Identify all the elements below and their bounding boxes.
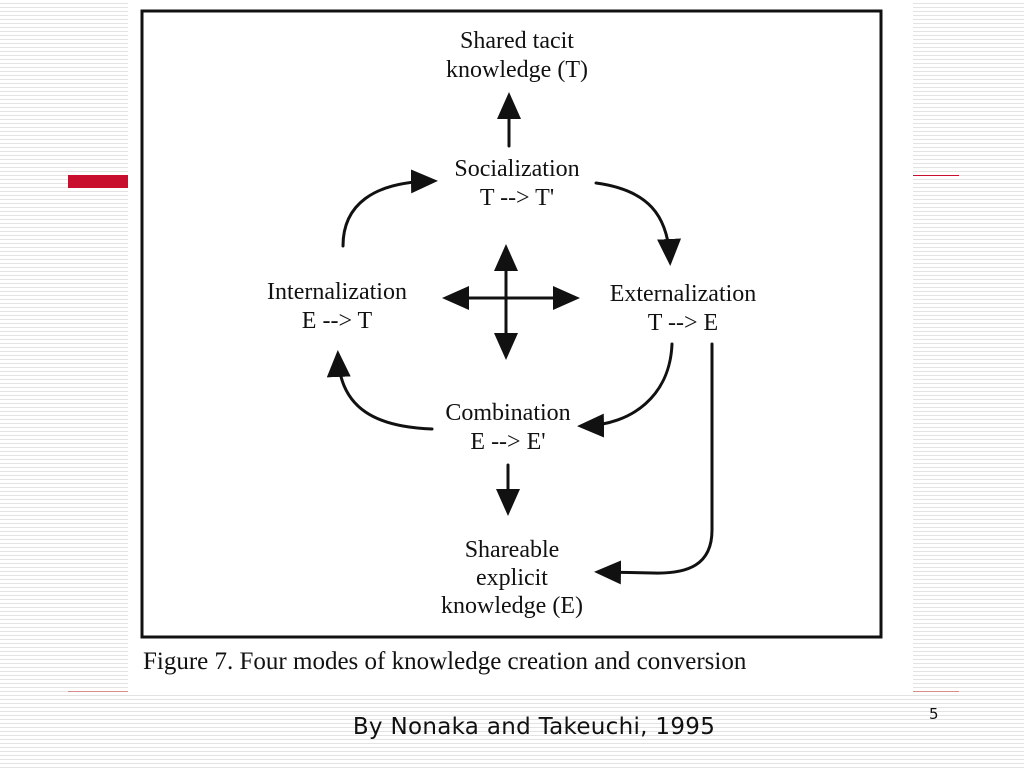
node-shared-tacit-knowledge: Shared tacit knowledge (T): [446, 28, 588, 83]
svg-text:E --> E': E --> E': [470, 429, 545, 455]
svg-text:T --> E: T --> E: [648, 310, 718, 336]
svg-text:knowledge (E): knowledge (E): [441, 593, 583, 619]
arrow-externalization-to-shareable-explicit: [594, 342, 714, 585]
node-externalization: Externalization T --> E: [610, 281, 757, 336]
footer-rule-right: [913, 691, 959, 692]
svg-text:Internalization: Internalization: [267, 279, 407, 305]
attribution-text: By Nonaka and Takeuchi, 1995: [352, 714, 716, 740]
svg-text:Socialization: Socialization: [454, 156, 579, 182]
svg-text:Externalization: Externalization: [610, 281, 757, 307]
node-combination: Combination E --> E': [445, 400, 570, 455]
svg-text:explicit: explicit: [476, 565, 548, 591]
node-shareable-explicit-knowledge: Shareable explicit knowledge (E): [441, 537, 583, 619]
arrow-combination-to-internalization: [326, 350, 434, 431]
node-socialization: Socialization T --> T': [454, 156, 579, 211]
svg-text:Shareable: Shareable: [465, 537, 560, 563]
svg-text:T --> T': T --> T': [480, 185, 554, 211]
arrow-socialization-to-externalization: [594, 181, 682, 266]
footer-rule-left: [68, 691, 128, 692]
svg-text:Shared tacit: Shared tacit: [460, 28, 574, 54]
accent-rule-right: [913, 175, 959, 176]
knowledge-conversion-diagram: Shared tacit knowledge (T) Socialization…: [140, 9, 883, 639]
arrow-internalization-to-socialization: [341, 169, 438, 248]
node-internalization: Internalization E --> T: [267, 279, 407, 334]
arrow-externalization-to-combination: [577, 342, 674, 438]
slide-number: 5: [929, 705, 939, 723]
figure-image: Shared tacit knowledge (T) Socialization…: [128, 0, 913, 694]
figure-caption: Figure 7. Four modes of knowledge creati…: [143, 648, 747, 675]
svg-text:knowledge (T): knowledge (T): [446, 57, 588, 83]
accent-bar-left: [68, 175, 130, 188]
svg-text:E --> T: E --> T: [302, 308, 373, 334]
svg-text:Combination: Combination: [445, 400, 570, 426]
